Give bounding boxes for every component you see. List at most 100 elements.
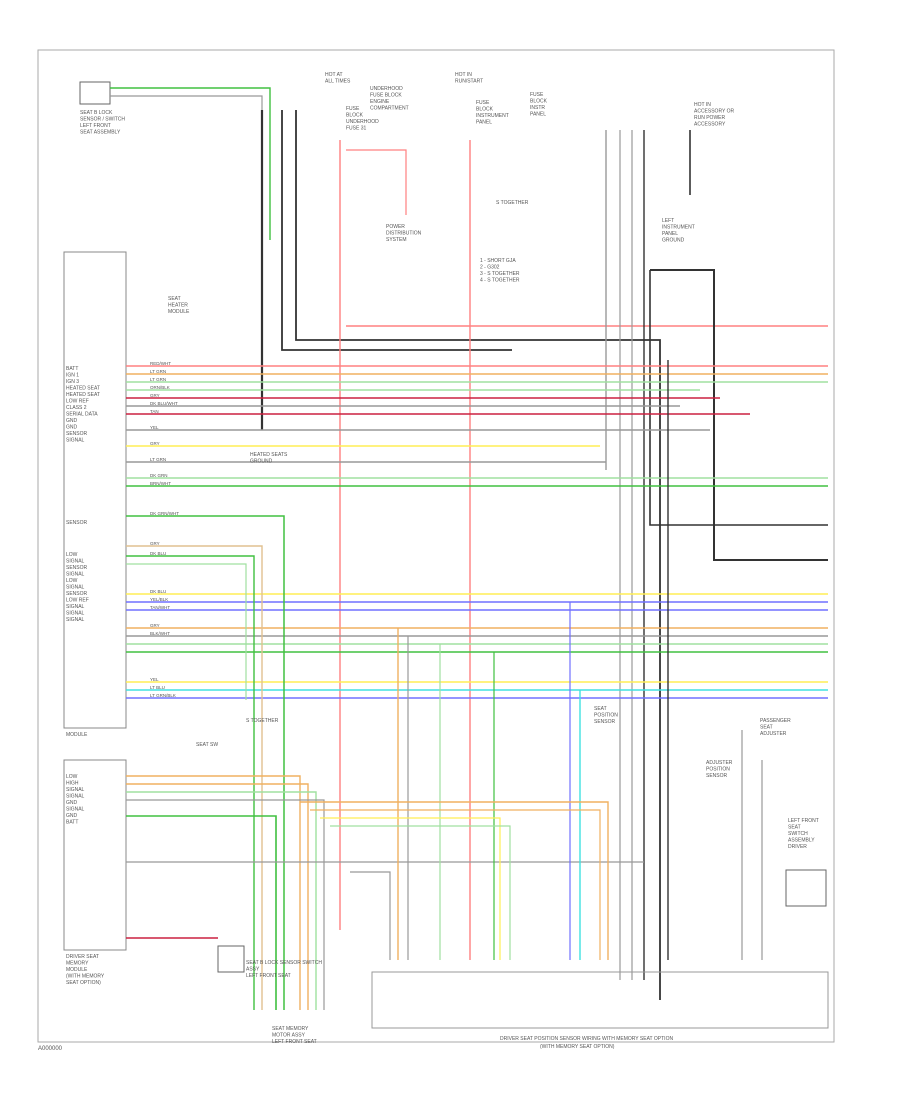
label-module-left-pins-line-8: GND [66, 418, 78, 424]
label-connector-box-line-2: MODULE [168, 309, 190, 315]
label-ground-right-line-0: LEFT [662, 218, 674, 224]
wire-code-1: LT GRN [150, 369, 166, 374]
wire-code-18: GRY [150, 623, 160, 628]
label-wire-splice-line-0: SEAT [594, 706, 607, 712]
wire-code-10: DK GRN [150, 473, 168, 478]
label-sensor-top-left-line-1: SENSOR / SWITCH [80, 117, 125, 123]
label-fuse-b-side-line-2: INSTR [530, 105, 545, 111]
wire-code-11: BRN/WHT [150, 481, 171, 486]
label-hot-right-line-1: SEAT [760, 725, 773, 731]
wire-lower-4 [126, 563, 247, 700]
label-module-left-low-line-8: SIGNAL [66, 604, 85, 610]
label-right-switch-line-2: SWITCH [788, 831, 808, 837]
label-module-left-pins-line-2: IGN 3 [66, 379, 79, 385]
label-module-bottom-pins-line-6: GND [66, 813, 78, 819]
wire-trunk-2 [281, 110, 512, 351]
label-module-left-pins-line-5: LOW REF [66, 399, 89, 405]
label-module-left-mid-line-0: SENSOR [66, 520, 88, 526]
label-fuse-right-line-1: ACCESSORY OR [694, 109, 734, 115]
wire-drop-11 [350, 871, 391, 960]
label-wire-splice-line-1: POSITION [594, 713, 618, 719]
wire-code-12: DK GRN/WHT [150, 511, 179, 516]
label-motor-assembly-line-0: SEAT MEMORY [272, 1026, 309, 1032]
label-module-left-low-line-7: LOW REF [66, 598, 89, 604]
label-module-left-low-line-6: SENSOR [66, 591, 88, 597]
label-right-sensors-line-2: SENSOR [706, 773, 728, 779]
label-module-bottom-pins-line-3: SIGNAL [66, 794, 85, 800]
label-fuse-a-line-1: ALL TIMES [325, 79, 351, 85]
wire-code-22: LT GRN/BLK [150, 693, 176, 698]
page-code: A000000 [38, 1046, 63, 1052]
wire-bottom-4 [126, 799, 325, 1010]
wire-drop-7 [300, 801, 609, 960]
wire-lower-2 [126, 545, 263, 1010]
label-module-left-pins-line-4: HEATED SEAT [66, 392, 100, 398]
wire-bottom-5 [126, 815, 277, 1010]
label-hot-right-line-2: ADJUSTER [760, 731, 787, 737]
label-module-bottom-pins-line-4: GND [66, 800, 78, 806]
wire-bottom-3 [126, 791, 317, 1010]
wire-bottom-1 [126, 775, 301, 1010]
label-module-bottom-name-line-1: MEMORY [66, 961, 89, 967]
wire-code-0: RED/WHT [150, 361, 171, 366]
label-fuse-right-line-2: RUN POWER [694, 115, 726, 121]
wire-trunk-3 [295, 110, 661, 1000]
label-switch-bottom-line-1: ASSY [246, 967, 260, 973]
wire-code-16: YEL/BLK [150, 597, 168, 602]
label-sensor-top-left-line-0: SEAT B LOCK [80, 110, 113, 116]
label-module-left-pins-line-11: SIGNAL [66, 438, 85, 444]
label-ground-list-line-0: 1 - SHORT GJA [480, 258, 516, 264]
label-right-sensors-line-1: POSITION [706, 767, 730, 773]
label-bottom-connector-subtitle-line-0: (WITH MEMORY SEAT OPTION) [540, 1044, 615, 1050]
wire-top-green [110, 87, 271, 110]
relay-box [217, 945, 245, 973]
label-module-left-low-line-1: SIGNAL [66, 559, 85, 565]
label-module-bottom-name-line-2: MODULE [66, 967, 88, 973]
label-fuse-b-side-line-1: BLOCK [530, 99, 548, 105]
label-sensor-top-left-line-3: SEAT ASSEMBLY [80, 130, 121, 136]
label-heater-ground-line-1: GROUND [250, 459, 273, 465]
label-fuse-b-desc-line-2: INSTRUMENT [476, 113, 509, 119]
label-module-left-low-line-9: SIGNAL [66, 611, 85, 617]
wire-top-gray [110, 95, 263, 110]
module-left-box [63, 251, 127, 729]
label-module-left-pins-line-3: HEATED SEAT [66, 386, 100, 392]
wire-drop-9 [320, 817, 501, 960]
label-connector-box-line-1: HEATER [168, 303, 188, 309]
label-fuse-a-side-line-2: ENGINE [370, 99, 390, 105]
label-fuse-b-desc-line-1: BLOCK [476, 107, 494, 113]
label-switch-bottom-line-2: LEFT FRONT SEAT [246, 973, 291, 979]
label-module-left-pins-line-0: BATT [66, 366, 78, 372]
wire-lower-1 [126, 515, 285, 1010]
wire-code-20: YEL [150, 677, 159, 682]
label-power-mode-line-1: DISTRIBUTION [386, 231, 422, 237]
wire-code-9: LT GRN [150, 457, 166, 462]
wire-code-17: TAN/WHT [150, 605, 170, 610]
label-module-bottom-pins-line-2: SIGNAL [66, 787, 85, 793]
module-bottom-box [63, 759, 127, 951]
label-fuse-a-side-line-1: FUSE BLOCK [370, 93, 402, 99]
label-hot-right-line-0: PASSENGER [760, 718, 791, 724]
label-ground-right-line-3: GROUND [662, 238, 685, 244]
label-fuse-b-desc-line-0: FUSE [476, 100, 490, 106]
label-module-left-low-line-2: SENSOR [66, 565, 88, 571]
label-module-bottom-pins-line-0: LOW [66, 774, 78, 780]
label-module-bottom-pins-line-5: SIGNAL [66, 807, 85, 813]
label-module-left-name-line-0: MODULE [66, 732, 88, 738]
label-module-left-pins-line-7: SERIAL DATA [66, 412, 98, 418]
label-right-switch-line-4: DRIVER [788, 844, 807, 850]
label-module-bottom-name-line-4: SEAT OPTION) [66, 980, 101, 986]
label-fuse-a-desc-line-1: BLOCK [346, 113, 364, 119]
label-fuse-a-desc-line-0: FUSE [346, 106, 360, 112]
label-module-left-low-line-3: SIGNAL [66, 572, 85, 578]
label-module-bottom-name-line-3: (WITH MEMORY [66, 974, 105, 980]
label-splice-ref-line-0: S TOGETHER [496, 200, 529, 206]
label-ground-list-line-2: 3 - S TOGETHER [480, 271, 520, 277]
page-frame [37, 49, 835, 1043]
label-power-mode-line-0: POWER [386, 224, 405, 230]
wire-code-13: GRY [150, 541, 160, 546]
label-switch-bottom-line-0: SEAT B LOCK SENSOR SWITCH [246, 960, 322, 966]
right-switch-box [785, 869, 827, 907]
label-connector-box-line-0: SEAT [168, 296, 181, 302]
